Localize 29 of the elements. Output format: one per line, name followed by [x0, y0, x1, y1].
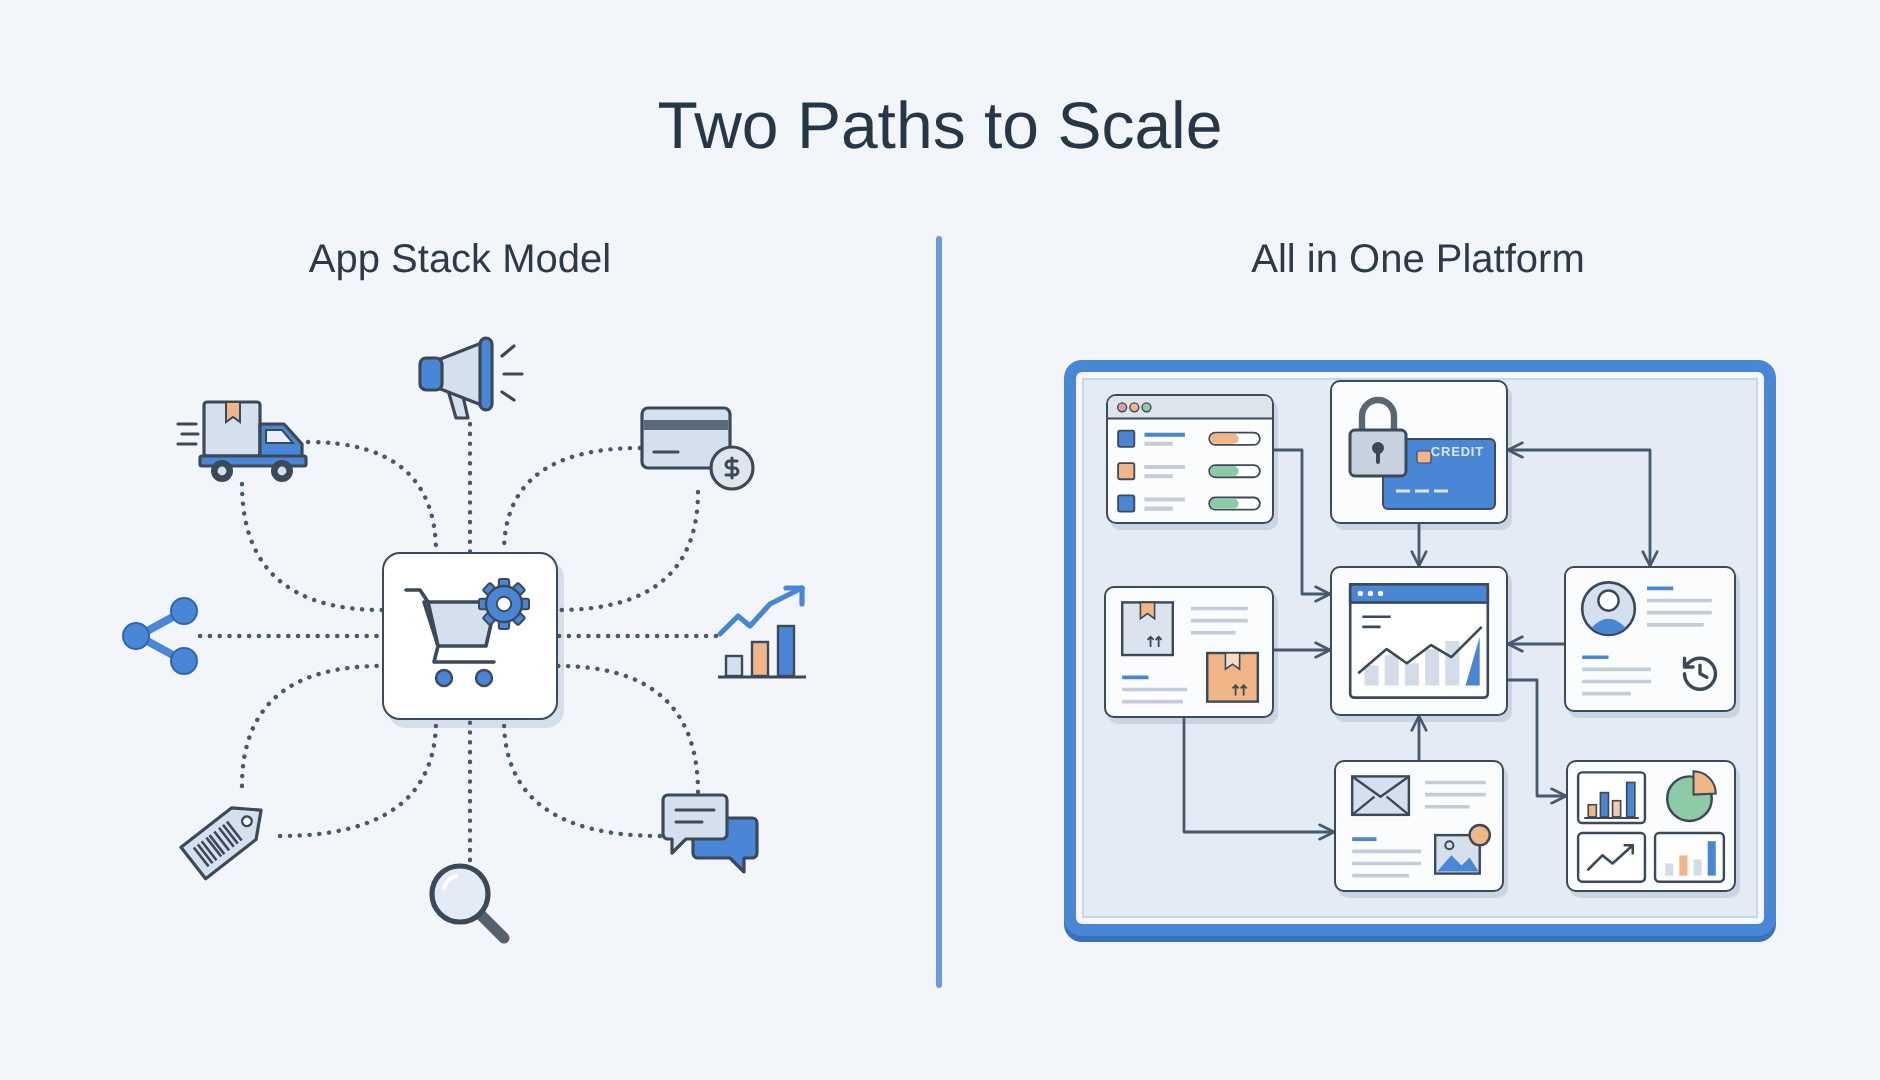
panel-heading: All in One Platform [1251, 236, 1585, 284]
panel-heading: App Stack Model [308, 236, 612, 284]
search-icon [426, 860, 514, 948]
dotted-connector-line [197, 633, 385, 639]
platform-frame [1064, 360, 1776, 936]
dotted-connector-line [467, 421, 473, 555]
arrow [1508, 678, 1568, 805]
dotted-connector-line [239, 481, 385, 613]
arrow [1410, 714, 1428, 760]
dotted-connector-line [239, 663, 385, 789]
arrow [1274, 448, 1332, 603]
growth-chart-icon [716, 584, 808, 680]
payment-card-coin-icon [640, 404, 756, 492]
hub-box [382, 552, 558, 720]
dotted-connector-line [467, 717, 473, 863]
arrow [1506, 635, 1564, 653]
dotted-connector-line [555, 633, 719, 639]
arrow [1274, 641, 1332, 659]
diagram-title: Two Paths to Scale [657, 86, 1223, 166]
double-arrow [1506, 441, 1659, 568]
dotted-connector-line [555, 489, 701, 613]
arrow [1182, 718, 1336, 841]
chat-bubbles-icon [660, 792, 760, 876]
dotted-connector-line [555, 663, 701, 795]
megaphone-icon [414, 336, 526, 424]
share-icon [120, 596, 200, 676]
secure-payment-panel [1330, 380, 1508, 524]
arrow [1410, 524, 1428, 568]
delivery-truck-icon [176, 400, 308, 484]
